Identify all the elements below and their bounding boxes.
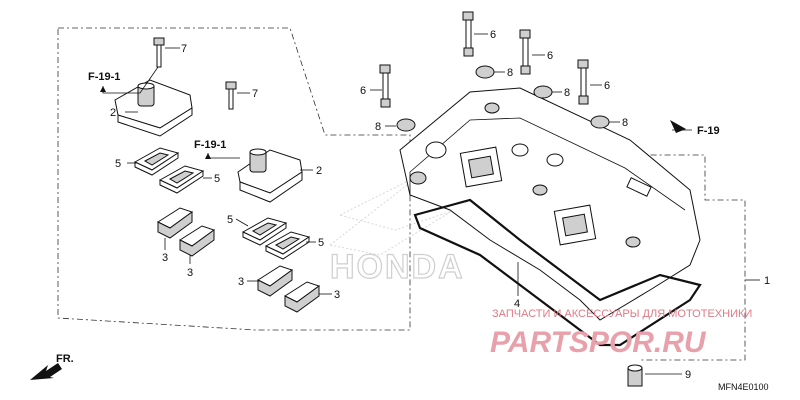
callout-5-lr: 5 <box>318 237 324 249</box>
diagram-code: MFN4E0100 <box>718 382 769 392</box>
callout-6-c: 6 <box>547 50 553 62</box>
filter-3-upper-a <box>156 207 194 239</box>
callout-6-a: 6 <box>360 85 366 97</box>
callout-3-lower-b: 3 <box>334 289 340 301</box>
callout-7-top: 7 <box>181 43 187 55</box>
callout-7-mid: 7 <box>252 88 258 100</box>
breather-cover-2-lower <box>237 148 303 203</box>
honda-logo-text: HONDA <box>330 248 465 286</box>
filter-3-lower-b <box>283 281 321 313</box>
head-cover-gasket-4 <box>413 198 702 347</box>
washer-8-a <box>396 118 416 132</box>
callout-1: 1 <box>764 275 770 287</box>
callout-6-d: 6 <box>604 80 610 92</box>
callout-5-ll: 5 <box>227 214 233 226</box>
watermark-tagline: ЗАПЧАСТИ И АКСЕССУАРЫ ДЛЯ МОТОТЕХНИКИ <box>492 308 752 320</box>
breather-cover-2-upper <box>114 79 193 137</box>
callout-3-upper-b: 3 <box>187 267 193 279</box>
filter-3-lower-a <box>256 265 294 297</box>
grommet-9 <box>627 364 643 387</box>
ref-f19-1-upper: F-19-1 <box>88 71 120 83</box>
assembly-boundary <box>57 27 411 331</box>
washer-8-b <box>475 65 495 79</box>
callout-8-d: 8 <box>622 117 628 129</box>
honda-wing-logo: HONDA <box>328 169 502 287</box>
bolt-6-a <box>379 64 391 108</box>
callout-5-ul: 5 <box>115 158 121 170</box>
ref-f19-1-lower: F-19-1 <box>194 139 226 151</box>
callout-6-b: 6 <box>490 29 496 41</box>
washer-8-c <box>533 85 553 99</box>
callout-8-a: 8 <box>375 121 381 133</box>
bolt-6-d <box>577 59 589 105</box>
callout-5-ur: 5 <box>214 173 220 185</box>
cover-boundary <box>539 139 746 361</box>
front-arrow-icon <box>30 363 62 380</box>
gasket-5-upper-left <box>133 147 180 176</box>
callout-2-upper: 2 <box>110 107 116 119</box>
bolt-6-c <box>519 29 531 75</box>
bolt-6-b <box>462 11 474 57</box>
gasket-5-lower-left <box>241 217 288 246</box>
callout-8-b: 8 <box>507 67 513 79</box>
ref-f19: F-19 <box>697 125 720 137</box>
callout-3-lower-a: 3 <box>238 276 244 288</box>
callout-3-upper-a: 3 <box>162 252 168 264</box>
gasket-5-upper-right <box>158 165 205 194</box>
front-label: FR. <box>56 353 74 365</box>
bolt-7-mid <box>225 81 237 110</box>
bolt-7-top <box>153 37 165 68</box>
callout-9: 9 <box>685 369 691 381</box>
filter-3-upper-b <box>178 225 216 257</box>
cylinder-head-cover-1 <box>399 87 701 321</box>
callout-4: 4 <box>514 298 520 310</box>
callout-8-c: 8 <box>564 87 570 99</box>
callout-2-lower: 2 <box>316 165 322 177</box>
watermark-brand: PARTSPOR.RU <box>490 326 707 359</box>
washer-8-d <box>590 115 610 129</box>
